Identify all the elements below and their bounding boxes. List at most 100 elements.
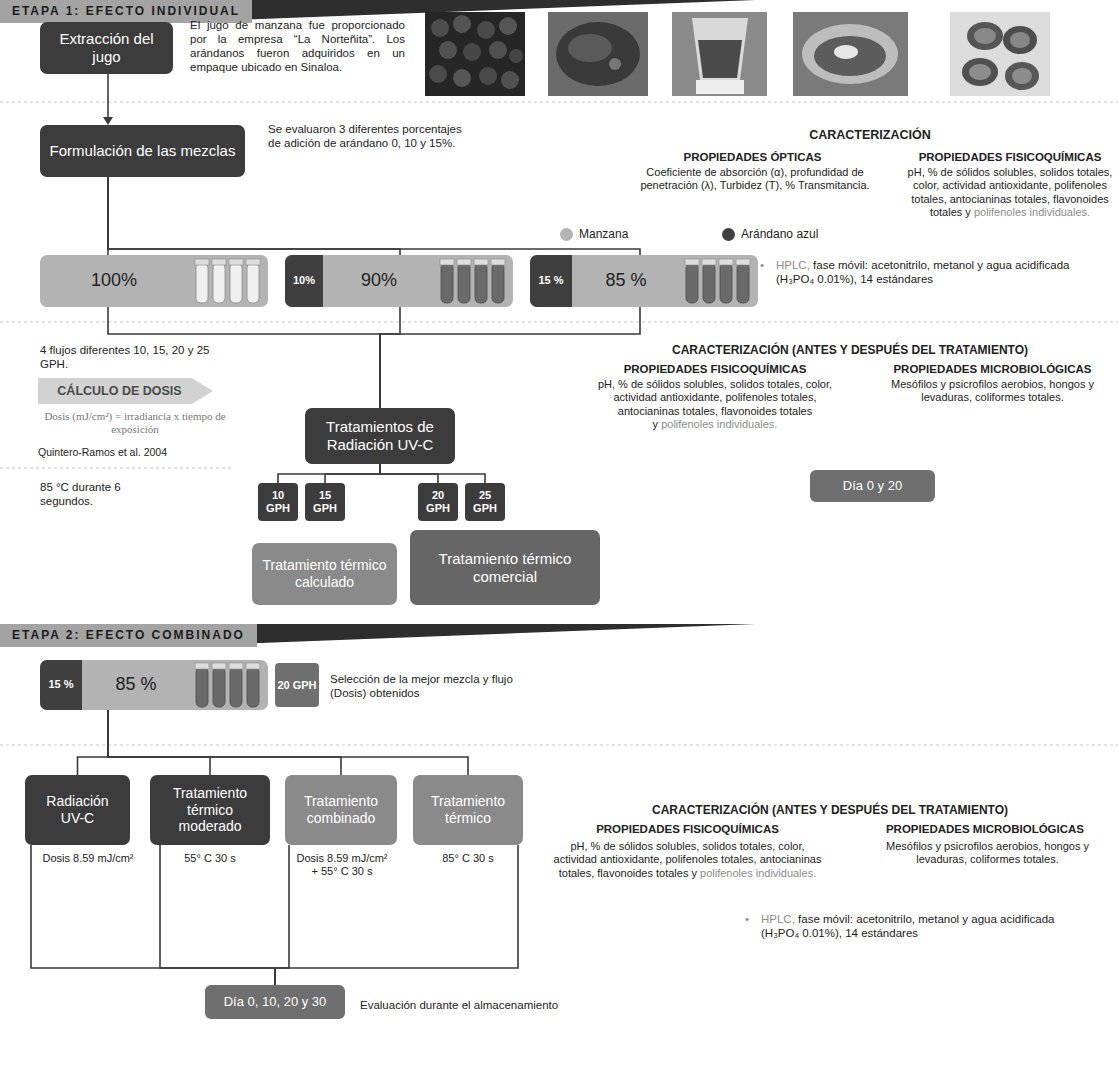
sample-tubes — [440, 259, 505, 303]
connector-line — [278, 464, 380, 483]
node-text: Extracción del jugo — [48, 30, 165, 66]
note-text: 85 °C durante 6 segundos. — [40, 481, 121, 507]
photo-blender — [672, 12, 767, 96]
section-heading-block: CARACTERIZACIÓN (ANTES Y DESPUÉS DEL TRA… — [640, 343, 1060, 358]
dose-note: Dosis 8.59 mJ/cm² + 55° C 30 s — [296, 852, 387, 877]
sample-tubes — [195, 259, 260, 303]
node-text: 100% — [91, 270, 137, 292]
process-box: Formulación de las mezclas — [40, 125, 245, 177]
method-note: HPLC, — [776, 259, 810, 271]
method-note: fase móvil: acetonitrilo, metanol y agua… — [776, 259, 1069, 285]
mix-bar: 100% — [40, 255, 268, 307]
mix-bar: 85 % 15 % — [530, 255, 758, 307]
process-box: Tratamiento térmico comercial — [410, 530, 600, 605]
node-text: Tratamiento térmico moderado — [158, 785, 262, 835]
node-text: Formulación de las mezclas — [50, 142, 236, 160]
connector — [78, 710, 109, 775]
percent-box: 10% — [285, 255, 323, 307]
property-heading: PROPIEDADES MICROBIOLÓGICAS — [893, 363, 1091, 375]
section-heading: CARACTERIZACIÓN — [809, 128, 931, 142]
photo-containers — [950, 12, 1050, 96]
connector — [380, 307, 400, 408]
connector-line — [31, 845, 275, 985]
property-list: Coeficiente de absorción (α), profundida… — [640, 166, 869, 191]
connector-line — [380, 307, 640, 408]
legend-text: Manzana — [579, 227, 628, 241]
reference-text: Quintero-Ramos et al. 2004 — [38, 446, 167, 458]
bullet: • — [745, 913, 749, 925]
section-heading-block: CARACTERIZACIÓN — [780, 128, 960, 143]
connector — [380, 464, 485, 483]
percent-box: 15 % — [40, 660, 82, 710]
node-text: 90% — [361, 270, 397, 292]
mix-bar: 85 %15 % — [40, 660, 268, 710]
arrow-tag: CÁLCULO DE DOSIS — [38, 378, 213, 404]
node-text: ETAPA 1: EFECTO INDIVIDUAL — [12, 4, 240, 18]
note-text-block: 4 flujos diferentes 10, 15, 20 y 25 GPH. — [40, 343, 210, 371]
note-text: 4 flujos diferentes 10, 15, 20 y 25 GPH. — [40, 344, 209, 370]
node-text: 85 % — [605, 270, 646, 292]
connector-line — [275, 845, 518, 985]
connector-line — [107, 74, 109, 118]
bullet-block: • — [760, 258, 772, 272]
photo-blueberries — [425, 12, 525, 96]
dose-note-block: Dosis 8.59 mJ/cm² + 55° C 30 s — [296, 852, 388, 879]
node-text: Día 0 y 20 — [843, 478, 902, 494]
node-text: Tratamiento térmico — [421, 793, 515, 827]
connector — [108, 710, 210, 775]
connector — [325, 464, 380, 483]
day-box: Día 0, 10, 20 y 30 — [205, 985, 345, 1019]
property-heading-block: PROPIEDADES FISICOQUÍMICAS — [590, 362, 840, 376]
band-wedge — [236, 624, 756, 644]
day-box: Día 0 y 20 — [810, 470, 935, 502]
section-heading: CARACTERIZACIÓN (ANTES Y DESPUÉS DEL TRA… — [672, 343, 1028, 357]
connector-line — [275, 845, 289, 985]
node-text: Tratamiento térmico calculado — [260, 557, 389, 591]
dose-note: 55° C 30 s — [184, 852, 235, 864]
node-text: 10 GPH — [260, 489, 296, 514]
note-text-block: Selección de la mejor mezcla y flujo (Do… — [330, 672, 545, 700]
node-text: 10% — [293, 274, 315, 287]
percent-box: 15 % — [530, 255, 572, 307]
process-box: Tratamiento combinado — [285, 775, 397, 845]
reference-text-block: Quintero-Ramos et al. 2004 — [38, 446, 198, 459]
flow-box: 20 GPH — [275, 663, 319, 707]
mix-bar: 90% 10% — [285, 255, 513, 307]
property-heading-block: PROPIEDADES MICROBIOLÓGICAS — [870, 362, 1115, 376]
connector — [275, 845, 289, 985]
bullet: • — [760, 259, 764, 271]
connector-line — [108, 177, 640, 255]
sample-tubes — [685, 259, 750, 303]
connector-line — [108, 710, 468, 775]
section-heading: CARACTERIZACIÓN (ANTES Y DESPUÉS DEL TRA… — [652, 803, 1008, 817]
formula-text: Dosis (mJ/cm²) = irradiancia x tiempo de… — [44, 410, 225, 435]
connector — [31, 845, 275, 985]
note-text: Se evaluaron 3 diferentes porcentajes de… — [268, 123, 462, 149]
node-text: 25 GPH — [467, 489, 503, 514]
section-separator — [0, 102, 1118, 103]
connector — [108, 710, 468, 775]
property-list-block: pH, % de sólidos solubles, solidos total… — [550, 840, 825, 880]
connector — [103, 74, 113, 125]
section-heading-block: CARACTERIZACIÓN (ANTES Y DESPUÉS DEL TRA… — [620, 803, 1040, 818]
note-text: Selección de la mejor mezcla y flujo (Do… — [330, 673, 513, 699]
method-note-block: HPLC,fase móvil: acetonitrilo, metanol y… — [776, 258, 1076, 286]
connector — [380, 307, 640, 408]
method-note: HPLC, — [761, 913, 795, 925]
process-box: Tratamientos de Radiación UV-C — [305, 408, 455, 464]
note-text: Evaluación durante el almacenamiento — [360, 999, 558, 1011]
dose-note: 85° C 30 s — [442, 852, 493, 864]
property-list: Mesófilos y psicrofilos aerobios, hongos… — [886, 840, 1089, 865]
connector-line — [108, 177, 400, 255]
highlight-text: polifenoles individuales. — [700, 867, 816, 879]
sample-tubes — [195, 663, 260, 707]
property-list-block: Mesófilos y psicrofilos aerobios, hongos… — [880, 840, 1095, 867]
property-heading: PROPIEDADES FISICOQUÍMICAS — [624, 363, 807, 375]
node-text: Tratamientos de Radiación UV-C — [313, 418, 447, 454]
legend-swatch — [722, 228, 735, 241]
property-heading: PROPIEDADES FISICOQUÍMICAS — [919, 151, 1102, 163]
stage-band: ETAPA 2: EFECTO COMBINADO — [0, 624, 257, 647]
flow-box: 20 GPH — [418, 483, 458, 521]
connector — [275, 845, 518, 985]
